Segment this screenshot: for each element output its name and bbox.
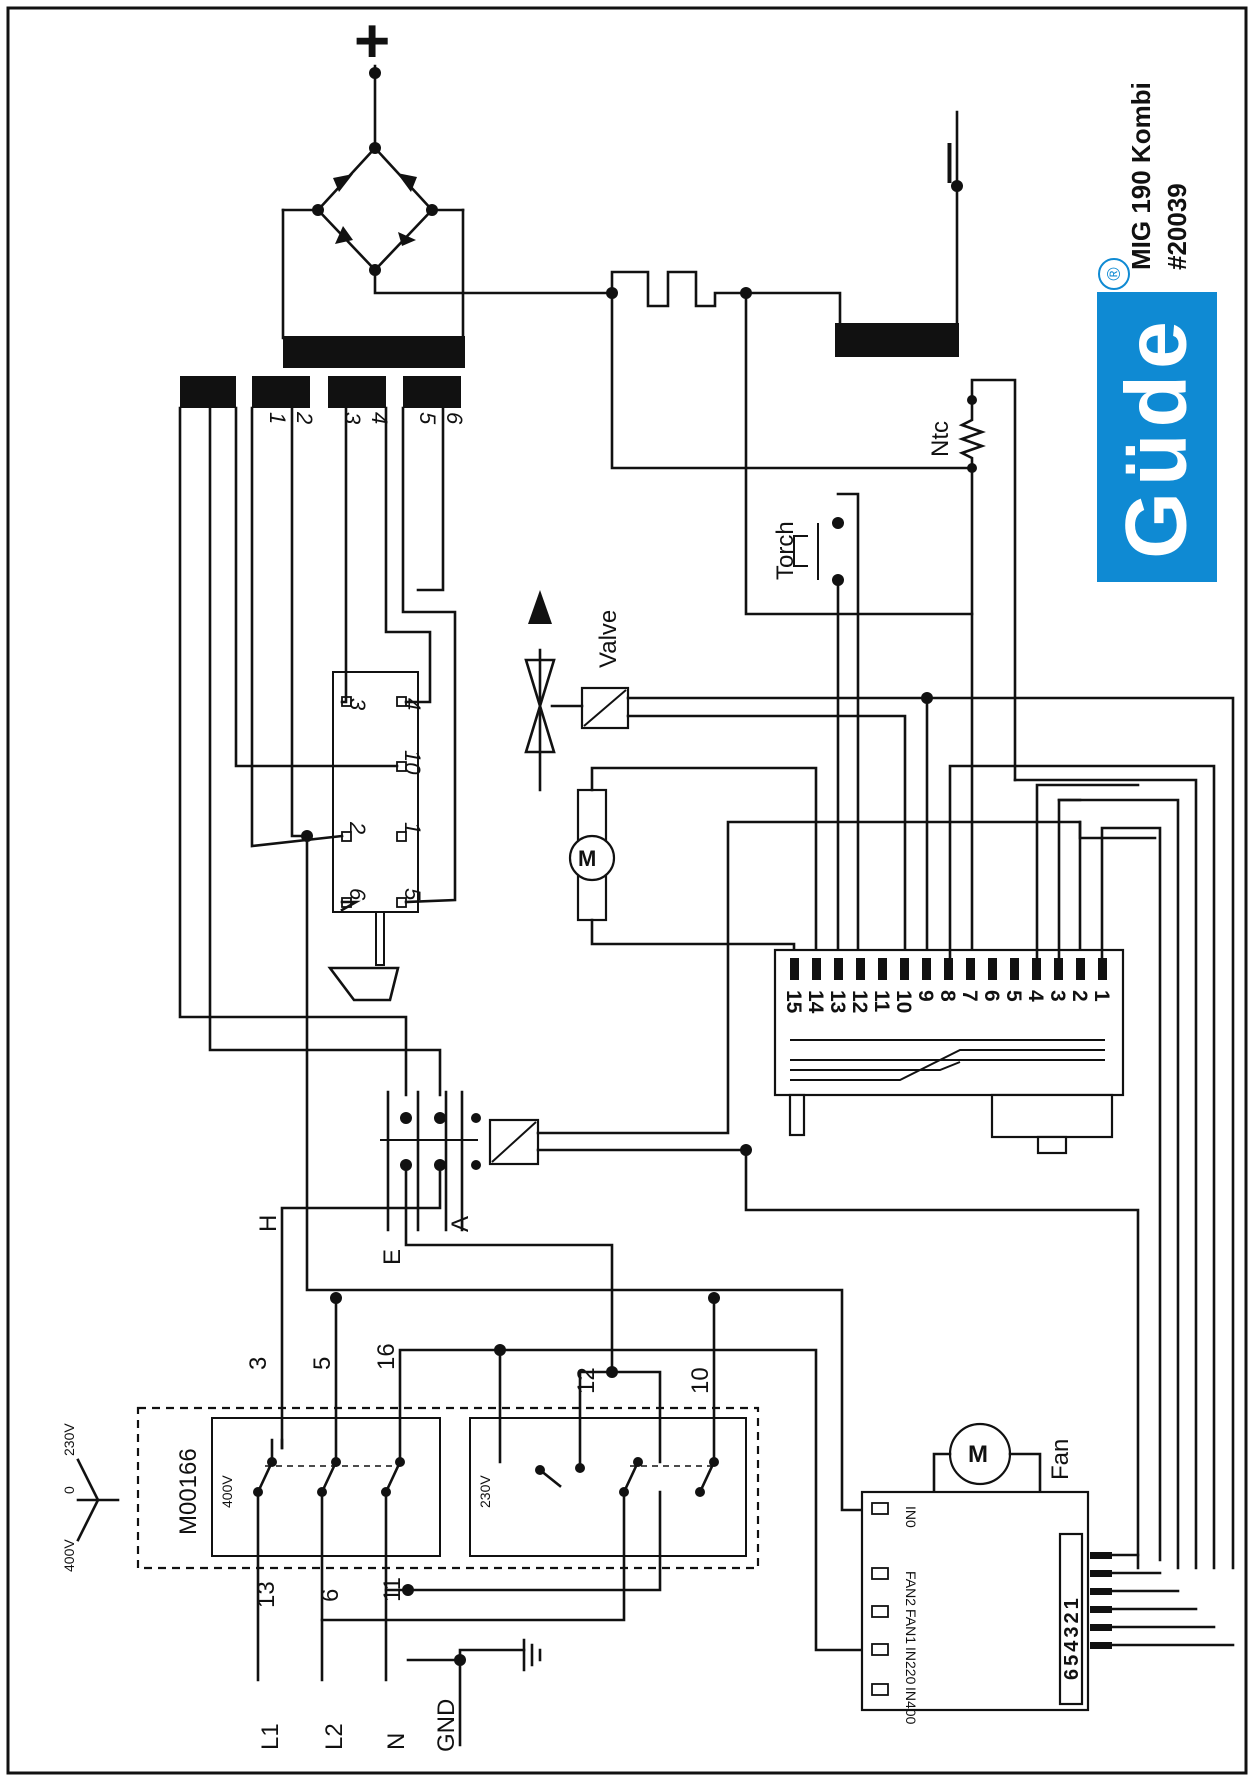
svg-text:3: 3 (345, 698, 370, 711)
contactor (280, 820, 1140, 1570)
switch-housing (136, 1406, 760, 1570)
brand-logo-text: Güde (1108, 315, 1205, 559)
torch-switch (793, 492, 860, 960)
svg-text:12: 12 (848, 990, 871, 1013)
wire-numbers: 3 5 16 12 10 13 6 11 (245, 1343, 714, 1608)
svg-text:6: 6 (345, 888, 370, 901)
svg-text:9: 9 (914, 990, 937, 1002)
switch-230v-box (469, 1417, 747, 1557)
svg-text:7: 7 (958, 990, 981, 1002)
transformer-primary-bar-b (252, 376, 310, 408)
svg-text:6: 6 (980, 990, 1003, 1002)
svg-text:3: 3 (340, 412, 365, 425)
wire-feed-motor: M (568, 766, 818, 960)
transformer-taps: 1 2 3 4 5 6 (265, 411, 467, 425)
switch-400v-label: 400V (219, 1475, 235, 1508)
mains-l2: L2 (321, 1723, 348, 1750)
svg-text:11: 11 (379, 1577, 406, 1602)
contactor-a-label: A (447, 1216, 474, 1232)
product-model: MIG 190 Kombi (1126, 82, 1156, 270)
minus-terminal: — (930, 143, 974, 183)
svg-text:5: 5 (415, 412, 440, 425)
svg-text:2: 2 (292, 411, 317, 424)
fan-board-wiring (1110, 1553, 1235, 1647)
switch-400v-box (211, 1417, 441, 1557)
svg-text:6: 6 (317, 1589, 344, 1602)
svg-text:10: 10 (892, 990, 915, 1013)
selector-0: 0 (61, 1486, 77, 1494)
plus-terminal: + (354, 7, 390, 76)
transformer-wiring (178, 406, 882, 1512)
contactor-h-label: H (255, 1215, 282, 1232)
fan-board (860, 1490, 1112, 1712)
mains-n: N (383, 1733, 410, 1750)
rectifier-bridge (281, 64, 465, 340)
svg-text:IN400: IN400 (903, 1687, 919, 1725)
svg-text:3: 3 (1046, 990, 1069, 1002)
svg-text:16: 16 (373, 1343, 400, 1370)
svg-text:1: 1 (1090, 990, 1113, 1002)
fan-board-connector: 654321 (1061, 1595, 1083, 1680)
valve-label: Valve (595, 610, 622, 668)
svg-text:2: 2 (345, 821, 370, 834)
svg-text:14: 14 (804, 990, 827, 1014)
svg-text:13: 13 (826, 990, 849, 1013)
svg-text:15: 15 (782, 990, 805, 1014)
svg-text:5: 5 (400, 888, 425, 901)
svg-text:FAN1: FAN1 (903, 1609, 919, 1644)
svg-text:12: 12 (573, 1367, 600, 1394)
pcb-pin-numbers: 15 14 13 12 11 10 9 8 7 6 5 4 3 2 1 (782, 990, 1113, 1014)
transformer-secondary-bar (283, 336, 465, 368)
svg-text:4: 4 (400, 698, 425, 710)
svg-text:FAN2: FAN2 (903, 1571, 919, 1606)
torch-label: Torch (772, 521, 799, 580)
gas-valve (524, 590, 1235, 1570)
selector-symbol (76, 1458, 120, 1542)
fan-label: Fan (1047, 1439, 1074, 1480)
svg-text:5: 5 (309, 1357, 336, 1370)
transformer-primary-bar-d (403, 376, 461, 408)
svg-text:10: 10 (687, 1367, 714, 1394)
switch-id: M00166 (175, 1448, 202, 1535)
svg-text:3: 3 (245, 1357, 272, 1370)
brand-logo: Güde (1097, 292, 1217, 582)
fan-board-terminals: IN0 FAN2 FAN1 IN220 IN400 (903, 1506, 919, 1725)
svg-text:10: 10 (400, 750, 425, 775)
ntc-label: Ntc (927, 421, 954, 457)
svg-text:4: 4 (1024, 990, 1047, 1002)
svg-text:11: 11 (870, 990, 893, 1013)
product-number: #20039 (1162, 183, 1192, 270)
pcb-harness (948, 764, 1216, 1570)
selector-230v: 230V (61, 1423, 77, 1456)
svg-text:IN0: IN0 (903, 1506, 919, 1528)
control-pcb (773, 948, 1125, 1155)
svg-text:8: 8 (936, 990, 959, 1002)
mains-l1: L1 (257, 1723, 284, 1750)
transformer-primary-bar-c (328, 376, 386, 408)
relay-contact-numbers: 3 4 10 2 1 6 5 (345, 698, 425, 901)
svg-text:M: M (578, 846, 596, 871)
choke-bar (835, 323, 959, 357)
svg-text:1: 1 (265, 412, 290, 424)
contactor-e-label: E (379, 1249, 406, 1265)
transformer-primary-bar-a (180, 376, 236, 408)
svg-text:5: 5 (1002, 990, 1025, 1002)
svg-text:4: 4 (367, 412, 392, 424)
page-border (6, 6, 1248, 1775)
svg-text:2: 2 (1068, 990, 1091, 1002)
svg-text:6: 6 (442, 412, 467, 425)
svg-text:IN220: IN220 (903, 1647, 919, 1685)
registered-mark: ® (1098, 258, 1130, 290)
svg-text:M: M (968, 1441, 988, 1468)
switch-230v-label: 230V (477, 1475, 493, 1508)
output-choke (373, 110, 963, 325)
svg-text:13: 13 (253, 1581, 280, 1608)
svg-text:1: 1 (400, 822, 425, 834)
ntc-sensor (610, 291, 1017, 960)
mains-wiring (256, 1292, 882, 1747)
mains-gnd: GND (433, 1699, 460, 1752)
selector-400v: 400V (61, 1539, 77, 1572)
